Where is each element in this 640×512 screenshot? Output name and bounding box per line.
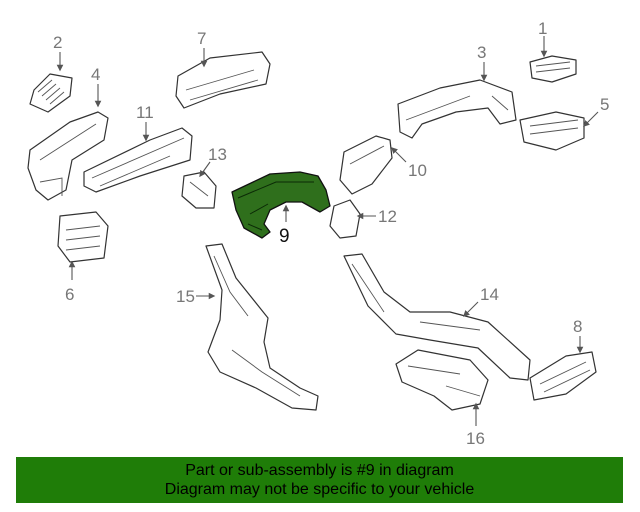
svg-text:10: 10 xyxy=(408,161,427,180)
callout-4: 4 xyxy=(91,65,102,108)
svg-text:1: 1 xyxy=(538,19,547,38)
svg-text:4: 4 xyxy=(91,65,100,84)
part-15-duct[interactable] xyxy=(205,243,319,411)
banner-line-1: Part or sub-assembly is #9 in diagram xyxy=(185,462,454,479)
callout-2: 2 xyxy=(53,33,64,72)
callout-14: 14 xyxy=(463,285,499,317)
part-13-bracket[interactable] xyxy=(181,171,217,209)
part-14-duct[interactable] xyxy=(343,253,531,381)
info-banner: Part or sub-assembly is #9 in diagram Di… xyxy=(16,457,623,503)
svg-text:8: 8 xyxy=(573,317,582,336)
callout-13: 13 xyxy=(199,145,227,178)
callout-10: 10 xyxy=(391,147,427,180)
callout-12: 12 xyxy=(356,207,397,226)
part-9-highlighted-duct[interactable] xyxy=(231,171,331,239)
part-4-duct[interactable] xyxy=(27,111,109,201)
part-16-duct[interactable] xyxy=(395,349,489,411)
callout-7: 7 xyxy=(197,29,208,68)
part-11-duct[interactable] xyxy=(83,127,193,193)
callout-6: 6 xyxy=(65,260,76,304)
callout-5: 5 xyxy=(583,95,609,127)
svg-text:7: 7 xyxy=(197,29,206,48)
part-1-vent[interactable] xyxy=(529,55,577,83)
svg-text:12: 12 xyxy=(378,207,397,226)
part-7-vent[interactable] xyxy=(175,51,271,109)
parts-diagram: 1 2 3 4 5 6 7 8 9 10 11 12 xyxy=(27,19,609,448)
part-2-vent[interactable] xyxy=(29,73,73,113)
svg-text:9: 9 xyxy=(279,226,290,247)
svg-text:14: 14 xyxy=(480,285,499,304)
svg-text:5: 5 xyxy=(600,95,609,114)
part-8-vent[interactable] xyxy=(529,351,597,401)
svg-text:13: 13 xyxy=(208,145,227,164)
callout-1: 1 xyxy=(538,19,547,58)
callout-9: 9 xyxy=(279,204,290,247)
part-3-duct[interactable] xyxy=(397,79,517,139)
callout-3: 3 xyxy=(477,43,488,82)
part-5-vent[interactable] xyxy=(519,111,585,151)
callout-8: 8 xyxy=(573,317,584,354)
part-12-clip[interactable] xyxy=(329,199,361,239)
part-10-duct[interactable] xyxy=(339,135,393,195)
callout-15: 15 xyxy=(176,287,216,306)
callout-16: 16 xyxy=(466,402,485,448)
svg-text:6: 6 xyxy=(65,285,74,304)
part-6-vent[interactable] xyxy=(57,211,109,263)
svg-text:11: 11 xyxy=(136,103,154,122)
svg-text:16: 16 xyxy=(466,429,485,448)
svg-text:2: 2 xyxy=(53,33,62,52)
svg-text:15: 15 xyxy=(176,287,195,306)
callout-11: 11 xyxy=(136,103,154,142)
svg-text:3: 3 xyxy=(477,43,486,62)
banner-line-2: Diagram may not be specific to your vehi… xyxy=(164,481,475,498)
